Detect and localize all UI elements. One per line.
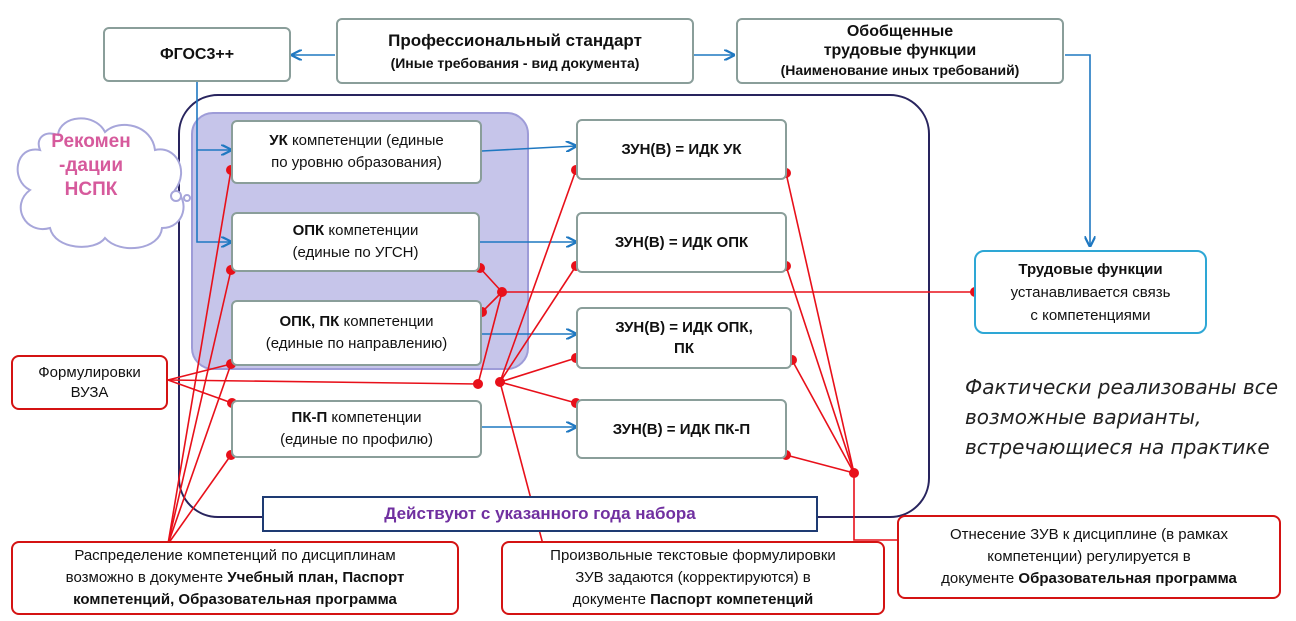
labor-functions-line-2: устанавливается связь	[1010, 283, 1171, 301]
zun-uk-label: ЗУН(В) = ИДК УК	[621, 141, 742, 158]
zun-opk-pk-label-2: ПК	[674, 340, 694, 357]
competency-opk: ОПК компетенции (единые по УГСН)	[231, 212, 480, 272]
university-line-1: Формулировки	[38, 363, 141, 381]
distribution-line-3: компетенций, Образовательная программа	[73, 591, 397, 608]
competency-pk-p-scope: (единые по профилю)	[280, 431, 433, 448]
assignment-line-3-text: документе	[941, 570, 1019, 587]
zun-opk-box: ЗУН(В) = ИДК ОПК	[576, 212, 787, 273]
distribution-line-1: Распределение компетенций по дисциплинам	[74, 547, 396, 564]
competency-opk-pk-scope: (единые по направлению)	[265, 335, 448, 352]
competency-uk-scope: по уровню образования)	[271, 154, 442, 171]
competency-opk-code: ОПК	[292, 222, 325, 239]
distribution-line-2-text: возможно в документе	[65, 569, 228, 586]
fgos-box: ФГОС3++	[103, 27, 291, 82]
labor-functions-line-3: с компетенциями	[1030, 306, 1151, 324]
assignment-line-2: компетенции) регулируется в	[987, 548, 1191, 565]
fgos-label: ФГОС3++	[159, 45, 235, 63]
free-text-line-3-text: документе	[572, 591, 651, 608]
university-line-2: ВУЗА	[70, 383, 109, 401]
arrow-uk-to-zun	[481, 146, 576, 151]
assignment-box: Отнесение ЗУВ к дисциплине (в рамках ком…	[897, 515, 1281, 599]
cloud-line-3: НСПК	[64, 179, 118, 200]
university-formulations-box: Формулировки ВУЗА	[11, 355, 168, 410]
zun-opk-label: ЗУН(В) = ИДК ОПК	[614, 234, 749, 251]
free-text-line-1: Произвольные текстовые формулировки	[550, 547, 836, 564]
competency-opk-pk: ОПК, ПК компетенции (единые по направлен…	[231, 300, 482, 366]
free-text-line-2: ЗУВ задаются (корректируются) в	[575, 569, 811, 586]
enrollment-year-label: Действуют с указанного года набора	[384, 504, 696, 523]
assignment-line-1: Отнесение ЗУВ к дисциплине (в рамках	[949, 526, 1228, 543]
nspk-recommendations: Рекомен -дации НСПК	[28, 130, 154, 202]
zun-pk-p-label: ЗУН(В) = ИДК ПК-П	[612, 420, 751, 438]
competency-opk-text: компетенции	[324, 222, 419, 239]
competency-uk-code: УК	[269, 132, 288, 149]
practice-note: Фактически реализованы все возможные вар…	[965, 375, 1279, 459]
cloud-line-1: Рекомен	[51, 131, 131, 152]
distribution-line-2-bold: Учебный план, Паспорт	[227, 569, 405, 586]
cloud-line-2: -дации	[59, 155, 123, 176]
arrow-generalized-to-labor	[1065, 54, 1090, 246]
arrow-fgos-to-uk	[196, 82, 231, 150]
assignment-line-3-bold: Образовательная программа	[1018, 570, 1237, 587]
competency-opk-pk-text: компетенции	[339, 313, 434, 330]
distribution-box: Распределение компетенций по дисциплинам…	[11, 541, 459, 615]
zun-opk-pk-box: ЗУН(В) = ИДК ОПК, ПК	[576, 307, 792, 369]
free-text-box: Произвольные текстовые формулировки ЗУВ …	[501, 541, 885, 615]
zun-opk-pk-label-1: ЗУН(В) = ИДК ОПК,	[615, 319, 753, 336]
generalized-line-1: Обобщенные	[846, 23, 954, 40]
competency-opk-scope: (единые по УГСН)	[292, 244, 419, 261]
generalized-functions-box: Обобщенные трудовые функции (Наименовани…	[736, 18, 1064, 84]
generalized-line-2: трудовые функции	[823, 42, 977, 59]
labor-functions-box: Трудовые функции устанавливается связь с…	[974, 250, 1207, 334]
prof-standard-subtitle: (Иные требования - вид документа)	[390, 55, 640, 71]
competency-pk-p: ПК-П компетенции (единые по профилю)	[231, 400, 482, 458]
free-text-line-3-bold: Паспорт компетенций	[650, 591, 814, 608]
competency-uk-text: компетенции (единые	[287, 132, 444, 149]
competency-pk-p-code: ПК-П	[291, 409, 328, 426]
professional-standard-box: Профессиональный стандарт (Иные требован…	[336, 18, 694, 84]
zun-pk-p-box: ЗУН(В) = ИДК ПК-П	[576, 399, 787, 459]
labor-functions-title: Трудовые функции	[1018, 260, 1163, 278]
generalized-line-3: (Наименование иных требований)	[780, 62, 1020, 78]
zun-uk-box: ЗУН(В) = ИДК УК	[576, 119, 787, 180]
competency-opk-pk-code: ОПК, ПК	[279, 313, 340, 330]
competency-uk: УК компетенции (единые по уровню образов…	[231, 120, 482, 184]
enrollment-year-banner: Действуют с указанного года набора	[262, 496, 818, 532]
prof-standard-title: Профессиональный стандарт	[388, 31, 642, 50]
competency-pk-p-text: компетенции	[327, 409, 422, 426]
